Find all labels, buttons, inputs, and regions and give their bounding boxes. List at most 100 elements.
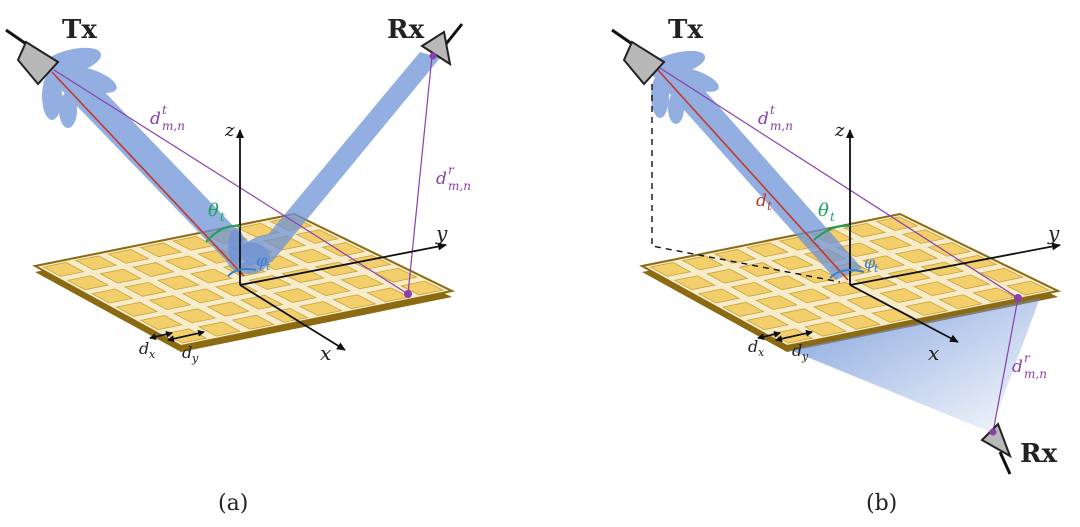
svg-text:d: d <box>792 341 802 360</box>
rx-distance-line-b <box>992 297 1019 433</box>
surface-cell <box>197 321 242 337</box>
surface-cell <box>812 301 857 317</box>
surface-cell <box>912 281 957 297</box>
rx-beam-b <box>790 298 1040 432</box>
svg-text:t: t <box>770 103 775 117</box>
dy-label-b: d y <box>792 341 809 363</box>
panel-a: Tx Rx z y x d t m,n d r m,n θ t φ t d x … <box>5 15 471 516</box>
surface-cell <box>746 242 789 258</box>
surface-cell <box>173 308 217 324</box>
surface-cell <box>953 255 998 270</box>
svg-text:t: t <box>220 210 225 224</box>
element-point-b <box>1014 294 1022 302</box>
svg-text:d: d <box>436 169 447 189</box>
rx-label-a: Rx <box>387 15 425 45</box>
phi-label-b: φ t <box>864 253 879 275</box>
surface-cell <box>946 274 991 290</box>
surface-cell <box>803 321 848 337</box>
surface-cell <box>779 308 823 324</box>
z-axis-label-b: z <box>834 120 845 141</box>
surface-cell <box>298 301 343 316</box>
tx-antenna-a <box>5 28 60 86</box>
surface-cell <box>887 268 932 284</box>
svg-text:t: t <box>162 103 167 117</box>
y-axis-label-b: y <box>1047 221 1060 245</box>
tx-beam-b <box>646 50 862 280</box>
surface-cell <box>730 281 774 297</box>
surface-cell <box>854 275 898 290</box>
svg-text:y: y <box>801 350 809 363</box>
surface-cell <box>115 301 159 317</box>
surface-cell <box>347 255 392 270</box>
theta-label-a: θ t <box>208 200 225 224</box>
surface-cell <box>706 268 749 284</box>
svg-text:t: t <box>874 262 879 275</box>
surface-cell <box>132 262 175 277</box>
spacing-arrows-a <box>149 329 205 343</box>
surface-cell <box>399 280 445 296</box>
z-axis-label-a: z <box>224 120 235 141</box>
x-axis-label-b: x <box>928 341 939 365</box>
surface-cell <box>746 315 789 331</box>
phi-arc-a <box>227 267 257 277</box>
surface-cell <box>920 261 965 277</box>
svg-text:d: d <box>748 337 758 356</box>
theta-label-b: θ t <box>818 200 835 224</box>
spacing-arrows-b <box>757 329 813 343</box>
surface-cell <box>861 255 906 271</box>
projection-dashed-b <box>651 84 841 283</box>
surface-cell <box>281 268 325 284</box>
tx-label-a: Tx <box>62 15 97 45</box>
svg-text:d: d <box>182 343 192 362</box>
dr-mn-label-b: d r m,n <box>1012 351 1047 381</box>
svg-text:r: r <box>1024 351 1031 365</box>
surface-cell <box>164 255 208 271</box>
surface-cell <box>273 288 318 303</box>
surface-cell <box>894 248 939 264</box>
y-axis-label-a: y <box>435 221 448 245</box>
surface-cell <box>738 262 782 277</box>
surface-cell <box>156 275 200 291</box>
surface-cell <box>771 255 814 271</box>
surface-cell <box>927 242 972 257</box>
dt-label-b: d t <box>756 191 772 213</box>
surface-cell <box>713 249 757 264</box>
incident-line-a <box>51 71 245 277</box>
surface-cell <box>124 281 167 297</box>
surface-cell <box>214 281 259 297</box>
tx-label-b: Tx <box>668 15 703 45</box>
surface-cell <box>181 288 225 304</box>
element-point-a <box>404 290 412 298</box>
surface-cell <box>231 314 275 330</box>
svg-text:d: d <box>1012 357 1023 377</box>
svg-text:t: t <box>266 260 271 273</box>
tx-antenna-b <box>611 28 666 86</box>
svg-text:m,n: m,n <box>448 179 471 193</box>
surface-cell <box>107 249 150 264</box>
surface-cell <box>332 294 377 310</box>
surface-cell <box>91 288 134 304</box>
surface-cell <box>871 307 915 323</box>
surface-cell <box>314 261 359 277</box>
tx-distance-line-b <box>659 67 1019 299</box>
surface-cell <box>837 314 881 330</box>
panel-b: Tx Rx z y x d t m,n d t d r m,n θ t φ t … <box>611 15 1062 516</box>
svg-text:r: r <box>448 163 455 177</box>
surface-cell <box>938 294 983 310</box>
svg-text:m,n: m,n <box>1024 367 1047 381</box>
surface-cell <box>868 235 913 251</box>
surface-cell <box>340 274 385 290</box>
caption-a: (a) <box>218 491 248 516</box>
theta-arc-a <box>205 224 241 243</box>
svg-text:y: y <box>191 352 199 365</box>
x-axis-label-a: x <box>320 341 331 365</box>
surface-cell <box>904 301 949 316</box>
dy-label-a: d y <box>182 343 199 365</box>
surface-cell <box>189 268 233 284</box>
rx-antenna-b <box>980 422 1012 475</box>
dx-label-b: d x <box>748 337 765 359</box>
surface-cell <box>66 275 110 291</box>
dt-mn-label-a: d t m,n <box>150 103 185 133</box>
